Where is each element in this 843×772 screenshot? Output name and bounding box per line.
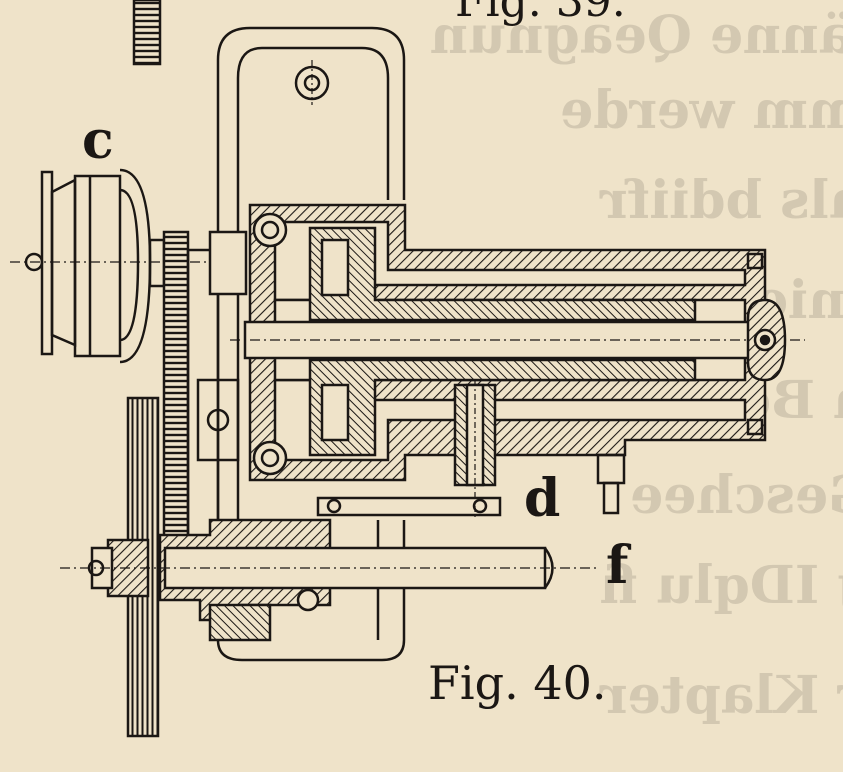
shaft-f: [60, 518, 600, 642]
pulley-c: [10, 168, 230, 364]
main-housing: [230, 203, 805, 482]
label-f: f: [606, 535, 629, 596]
housing-bolts: [252, 212, 288, 476]
handwheel: [87, 396, 160, 738]
label-d: d: [524, 468, 561, 529]
figure-39-caption: Fig. 39.: [455, 0, 626, 27]
figure-40-caption: Fig. 40.: [428, 656, 607, 710]
vertical-gear: [162, 230, 248, 554]
label-c: c: [82, 110, 114, 171]
fig39-gear-fragment: [132, 0, 162, 66]
lever-d-mechanism: [316, 380, 626, 520]
